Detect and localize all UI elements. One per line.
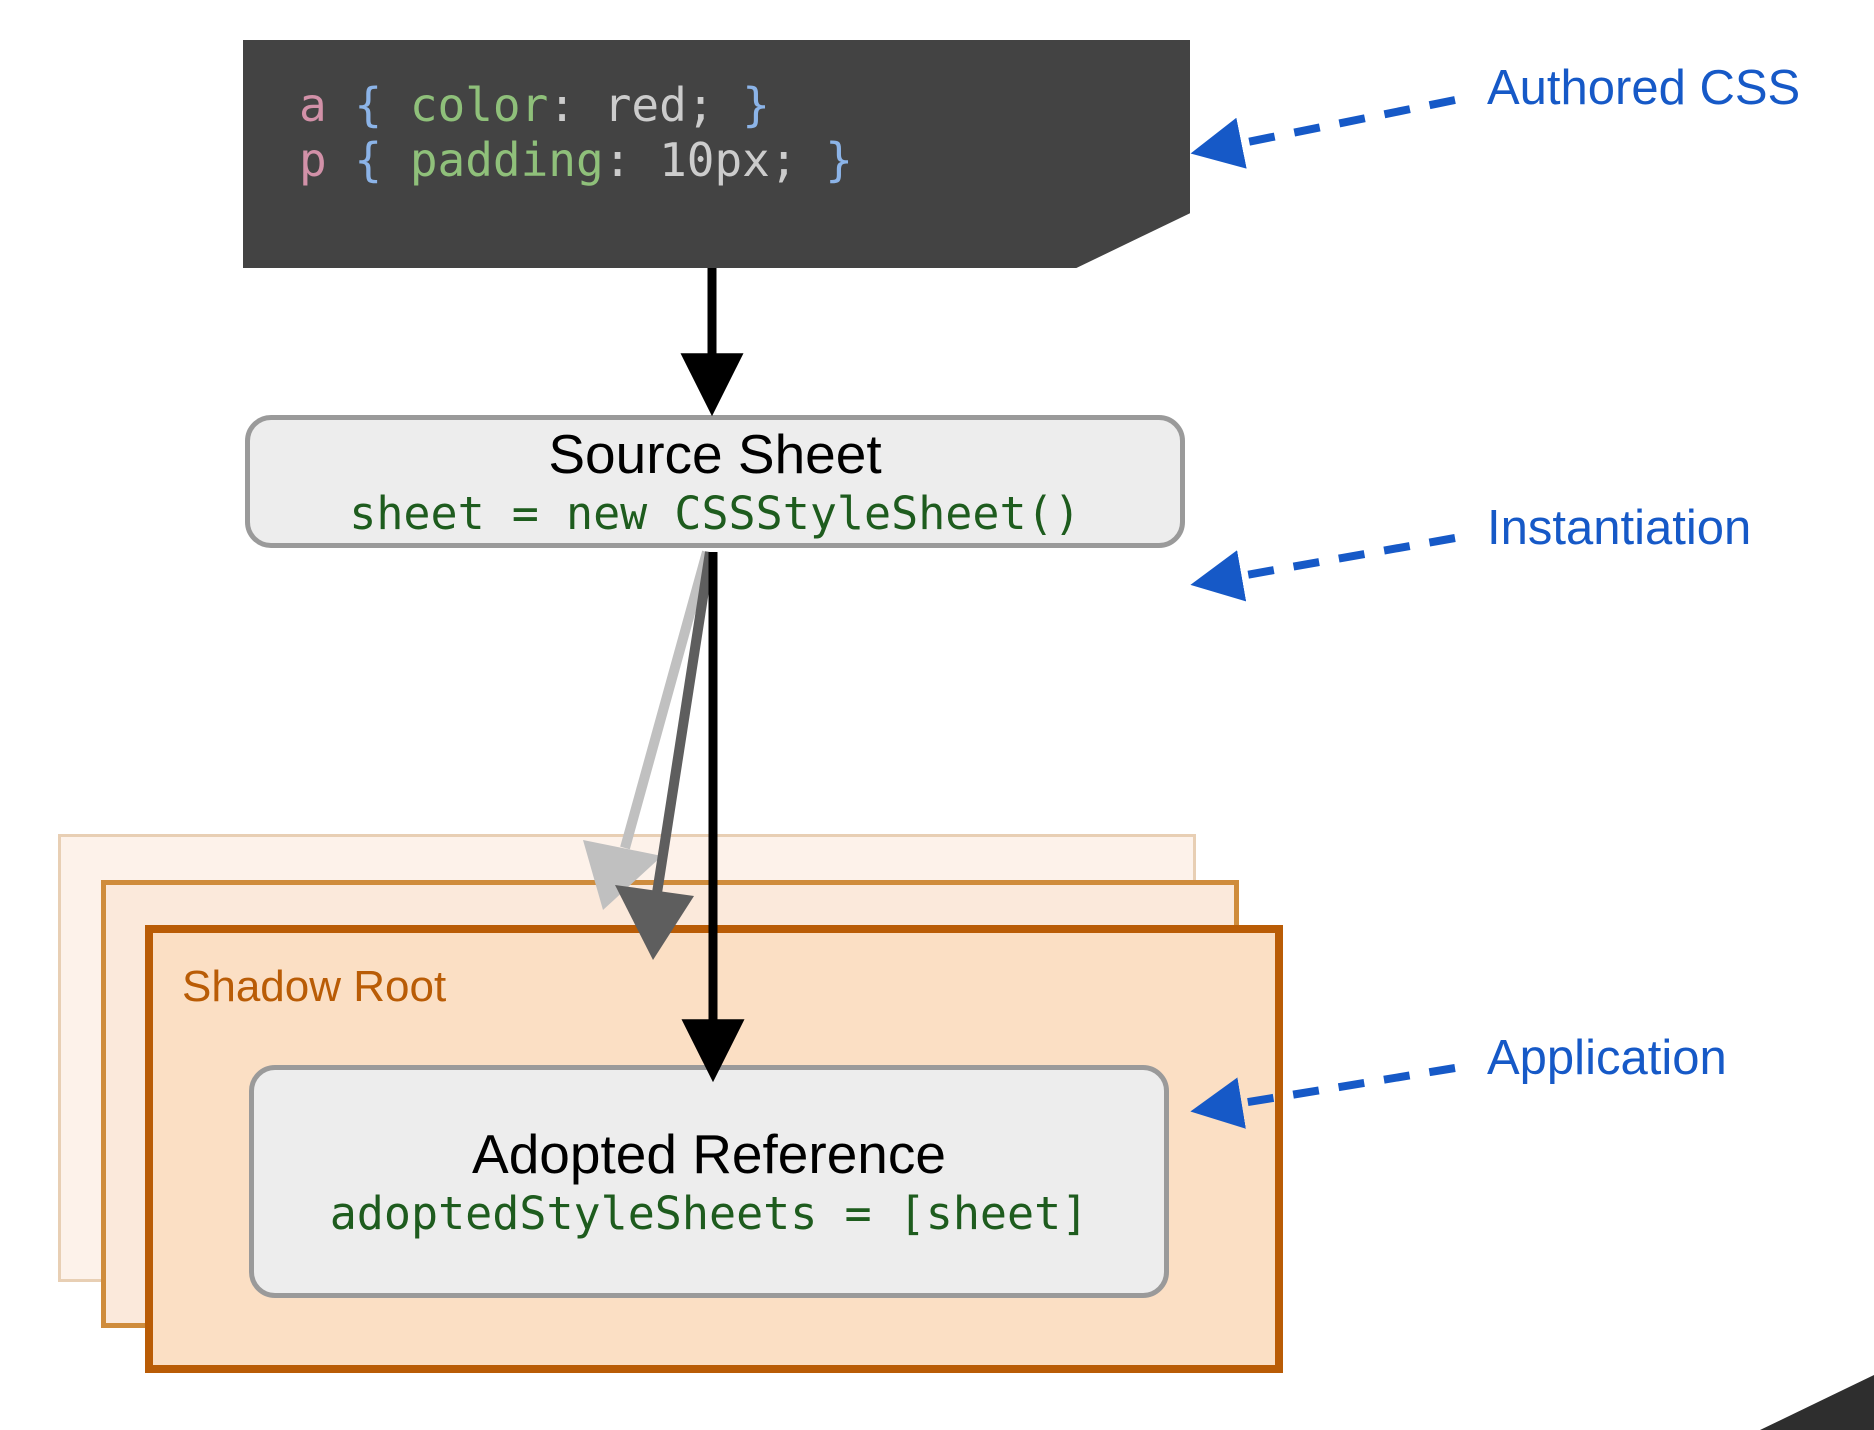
css-property-padding: padding: [409, 133, 604, 188]
css-property-color: color: [409, 78, 549, 132]
css-value-red: red;: [603, 78, 715, 132]
source-sheet-title: Source Sheet: [548, 423, 882, 485]
authored-css-code-block: a { color: red; } p { padding: 10px; }: [243, 40, 1190, 268]
css-close-brace-1: }: [742, 78, 770, 132]
code-lines: a { color: red; } p { padding: 10px; }: [299, 78, 853, 188]
annotation-application: Application: [1487, 1031, 1727, 1085]
adopted-reference-code: adoptedStyleSheets = [sheet]: [329, 1186, 1089, 1240]
annotation-instantiation: Instantiation: [1487, 501, 1752, 555]
annotation-authored-css: Authored CSS: [1487, 61, 1801, 115]
leader-authored-css: [1190, 96, 1456, 169]
css-open-brace-1: {: [354, 78, 383, 132]
css-value-10px: 10px;: [659, 133, 798, 188]
adopted-reference-node: Adopted Reference adoptedStyleSheets = […: [249, 1065, 1169, 1298]
source-sheet-node: Source Sheet sheet = new CSSStyleSheet(): [245, 415, 1185, 548]
leader-instantiation: [1190, 534, 1456, 602]
css-open-brace-2: {: [354, 133, 383, 188]
css-colon-1: :: [548, 78, 576, 132]
adopted-reference-title: Adopted Reference: [472, 1123, 946, 1185]
page-fold-icon: [1760, 1375, 1874, 1430]
css-colon-2: :: [603, 133, 632, 188]
css-selector-p: p: [299, 133, 327, 188]
css-close-brace-2: }: [825, 133, 853, 188]
source-sheet-code: sheet = new CSSStyleSheet(): [349, 486, 1081, 540]
shadow-root-label: Shadow Root: [182, 962, 447, 1011]
css-selector-a: a: [299, 78, 327, 132]
